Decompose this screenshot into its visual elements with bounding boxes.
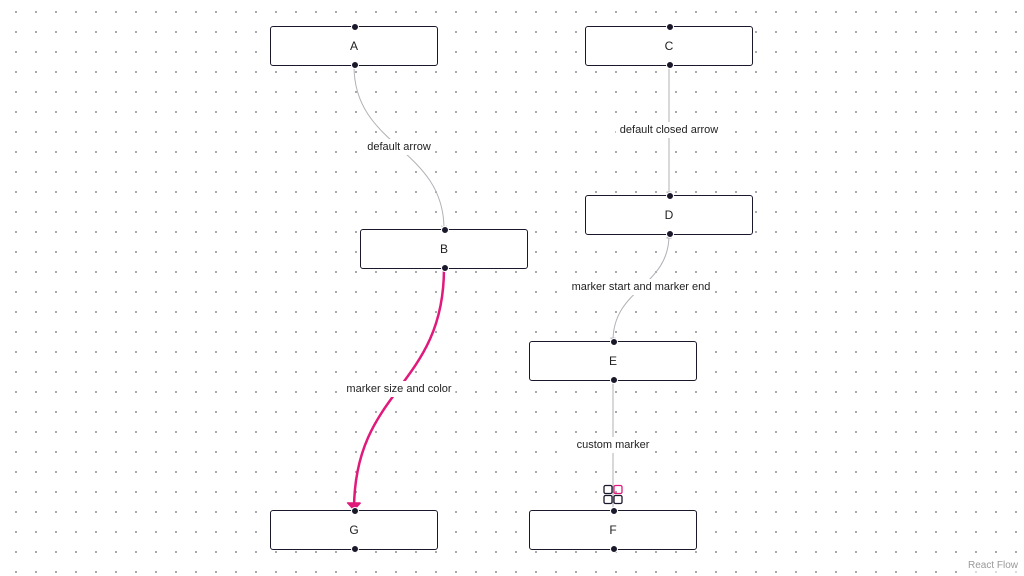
node-g-target-handle[interactable] [351, 507, 359, 515]
node-d-label: D [664, 208, 674, 222]
node-b-source-handle[interactable] [441, 264, 449, 272]
react-flow-attribution[interactable]: React Flow [964, 558, 1021, 573]
node-a-target-handle[interactable] [351, 23, 359, 31]
node-e-source-handle[interactable] [610, 376, 618, 384]
node-e-label: E [608, 354, 617, 368]
node-e-target-handle[interactable] [610, 338, 618, 346]
node-f-label: F [609, 523, 617, 537]
node-a-source-handle[interactable] [351, 61, 359, 69]
edge-label-c-d: default closed arrow [615, 122, 723, 138]
node-c-source-handle[interactable] [666, 61, 674, 69]
node-e[interactable]: E [529, 338, 697, 384]
node-c[interactable]: C [585, 23, 753, 69]
node-f[interactable]: F [529, 507, 697, 553]
edge-label-e-f: custom marker [572, 437, 654, 453]
edge-label-b-g: marker size and color [342, 381, 456, 397]
node-b[interactable]: B [360, 226, 528, 272]
edge-label-d-e: marker start and marker end [567, 279, 715, 295]
node-a[interactable]: A [270, 23, 438, 69]
node-b-target-handle[interactable] [441, 226, 449, 234]
node-d-source-handle[interactable] [666, 230, 674, 238]
node-g-label: G [349, 523, 359, 537]
edge-label-a-b: default arrow [363, 139, 435, 155]
node-d-target-handle[interactable] [666, 192, 674, 200]
node-c-label: C [664, 39, 674, 53]
node-d[interactable]: D [585, 192, 753, 238]
node-f-target-handle[interactable] [610, 507, 618, 515]
node-f-source-handle[interactable] [610, 545, 618, 553]
node-a-label: A [349, 39, 358, 53]
custom-marker-icon [603, 484, 623, 505]
node-c-target-handle[interactable] [666, 23, 674, 31]
node-b-label: B [439, 242, 448, 256]
node-g-source-handle[interactable] [351, 545, 359, 553]
node-g[interactable]: G [270, 507, 438, 553]
